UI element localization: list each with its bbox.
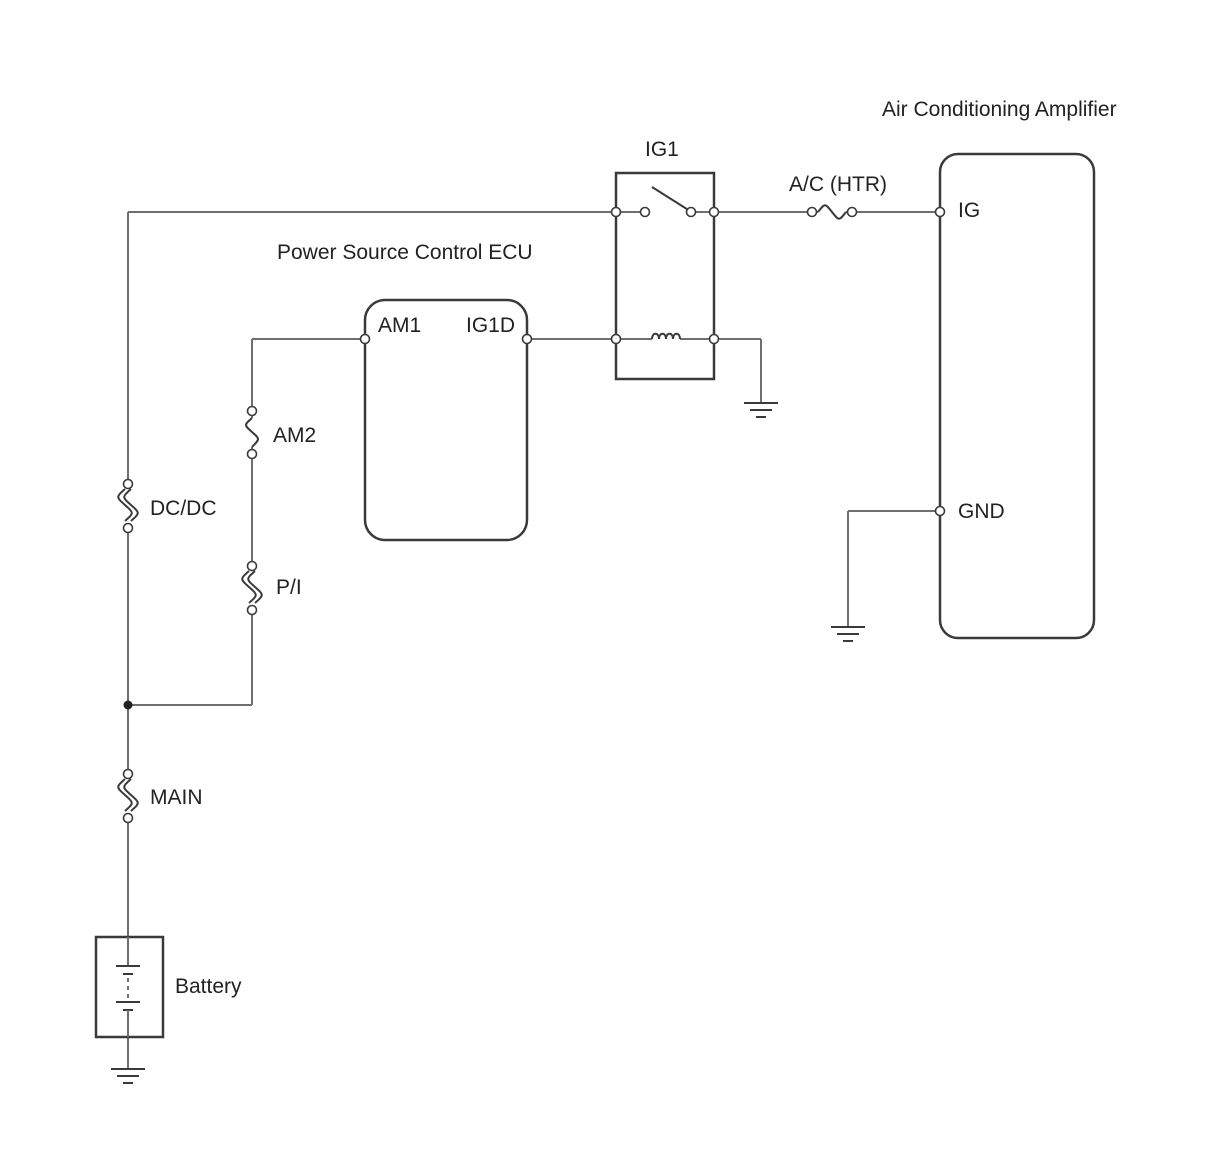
dcdc-fuse-label: DC/DC	[150, 497, 217, 520]
ground-icon	[744, 402, 778, 418]
dcdc-terminal-b	[122, 522, 134, 534]
relay-switch-icon	[651, 186, 691, 212]
ig1-relay-box	[614, 171, 716, 381]
pi-fuse-label: P/I	[276, 576, 302, 599]
power-source-ecu-label: Power Source Control ECU	[277, 241, 533, 264]
fuse-icon	[817, 204, 847, 220]
fusible-link-icon	[241, 570, 263, 604]
main-fuse-label: MAIN	[150, 786, 203, 809]
relay-terminal-switch-in	[610, 206, 622, 218]
ground-icon	[831, 626, 865, 642]
ac-htr-fuse-terminal-a	[806, 206, 818, 218]
ig1-relay-label: IG1	[645, 138, 679, 161]
main-terminal-a	[122, 768, 134, 780]
relay-coil-icon	[651, 332, 681, 340]
am1-pin-terminal	[359, 333, 371, 345]
pin-ig1d-label: IG1D	[466, 314, 515, 337]
ac-htr-fuse-label: A/C (HTR)	[789, 173, 887, 196]
fusible-link-icon	[117, 488, 139, 522]
pin-gnd-label: GND	[958, 500, 1005, 523]
relay-switch-contact-b	[685, 206, 697, 218]
relay-switch-contact-a	[639, 206, 651, 218]
dcdc-fusible-link: DC/DC	[117, 478, 217, 534]
dcdc-terminal-a	[122, 478, 134, 490]
am2-fuse-terminal-b	[246, 448, 258, 460]
power-source-ecu-box	[363, 298, 529, 542]
ac-amplifier-label: Air Conditioning Amplifier	[882, 98, 1117, 121]
relay-terminal-coil-in	[610, 333, 622, 345]
pi-terminal-b	[246, 604, 258, 616]
battery: Battery	[94, 935, 242, 1039]
main-fusible-link: MAIN	[117, 768, 203, 824]
junction-dot	[123, 700, 133, 710]
ig1-relay: IG1	[610, 138, 720, 381]
am2-fuse: AM2	[245, 405, 316, 460]
am2-fuse-label: AM2	[273, 424, 316, 447]
ig-pin-terminal	[934, 206, 946, 218]
pi-fusible-link: P/I	[241, 560, 302, 616]
pi-terminal-a	[246, 560, 258, 572]
pin-ig-label: IG	[958, 199, 980, 222]
ig1d-pin-terminal	[521, 333, 533, 345]
ac-htr-fuse: A/C (HTR)	[789, 173, 887, 220]
fuse-icon	[245, 417, 259, 448]
relay-terminal-switch-out	[708, 206, 720, 218]
ac-amplifier-box	[938, 152, 1096, 640]
battery-label: Battery	[175, 975, 242, 998]
main-terminal-b	[122, 812, 134, 824]
pin-am1-label: AM1	[378, 314, 421, 337]
ground-icon	[111, 1068, 145, 1084]
am2-fuse-terminal-a	[246, 405, 258, 417]
ac-htr-fuse-terminal-b	[846, 206, 858, 218]
relay-terminal-coil-out	[708, 333, 720, 345]
wires	[127, 211, 940, 1069]
battery-box	[94, 935, 165, 1039]
gnd-pin-terminal	[934, 505, 946, 517]
fusible-link-icon	[117, 778, 139, 812]
